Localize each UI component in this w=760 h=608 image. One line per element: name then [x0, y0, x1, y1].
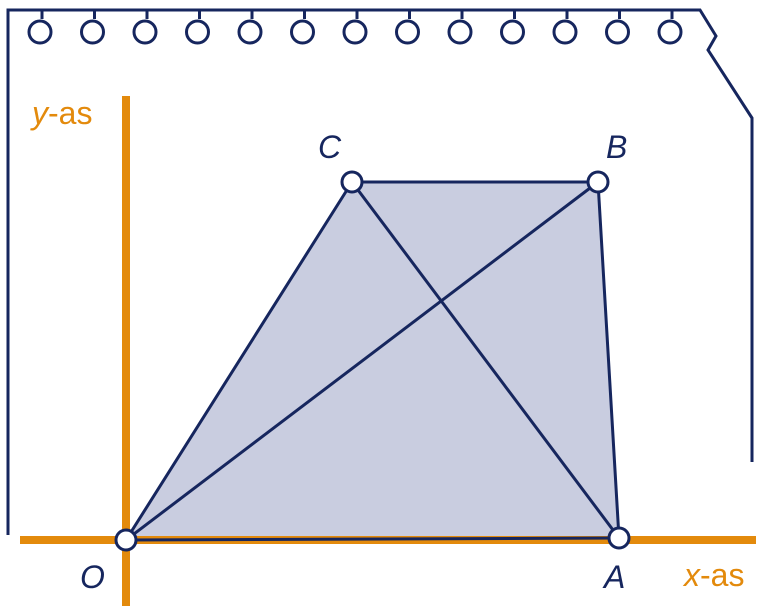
label-a: A: [602, 559, 625, 595]
diagonal-ob: [125, 180, 599, 542]
spiral-ring: [342, 19, 368, 45]
spiral-ring: [237, 19, 263, 45]
spiral-ring: [185, 19, 210, 45]
x-axis-label: x-as: [682, 557, 744, 593]
spiral-ring: [395, 19, 420, 45]
label-o: O: [80, 559, 105, 595]
spiral-ring: [132, 19, 158, 45]
edge-oa: [125, 536, 620, 542]
label-c: C: [318, 129, 342, 165]
x-axis-label-rest: -as: [700, 557, 744, 593]
notebook-page-outline: [6, 8, 754, 535]
vertex-o: [114, 528, 138, 552]
notebook-spiral: [27, 10, 683, 45]
spiral-ring: [500, 19, 525, 45]
diagonal-ac: [350, 181, 621, 539]
vertex-c: [340, 170, 364, 194]
y-axis-label-var: y: [30, 95, 50, 131]
trapezoid-oabc: [124, 180, 621, 542]
spiral-ring: [552, 19, 578, 45]
label-b: B: [606, 129, 627, 165]
spiral-ring: [447, 19, 473, 45]
y-axis-label: y-as: [30, 95, 92, 131]
spiral-ring: [80, 19, 105, 45]
spiral-ring: [657, 19, 683, 45]
y-axis-label-rest: -as: [48, 95, 92, 131]
spiral-ring: [27, 19, 53, 45]
vertex-b: [586, 170, 610, 194]
vertex-a: [607, 526, 631, 550]
x-axis-label-var: x: [682, 557, 701, 593]
spiral-ring: [290, 19, 315, 45]
spiral-ring: [605, 19, 630, 45]
